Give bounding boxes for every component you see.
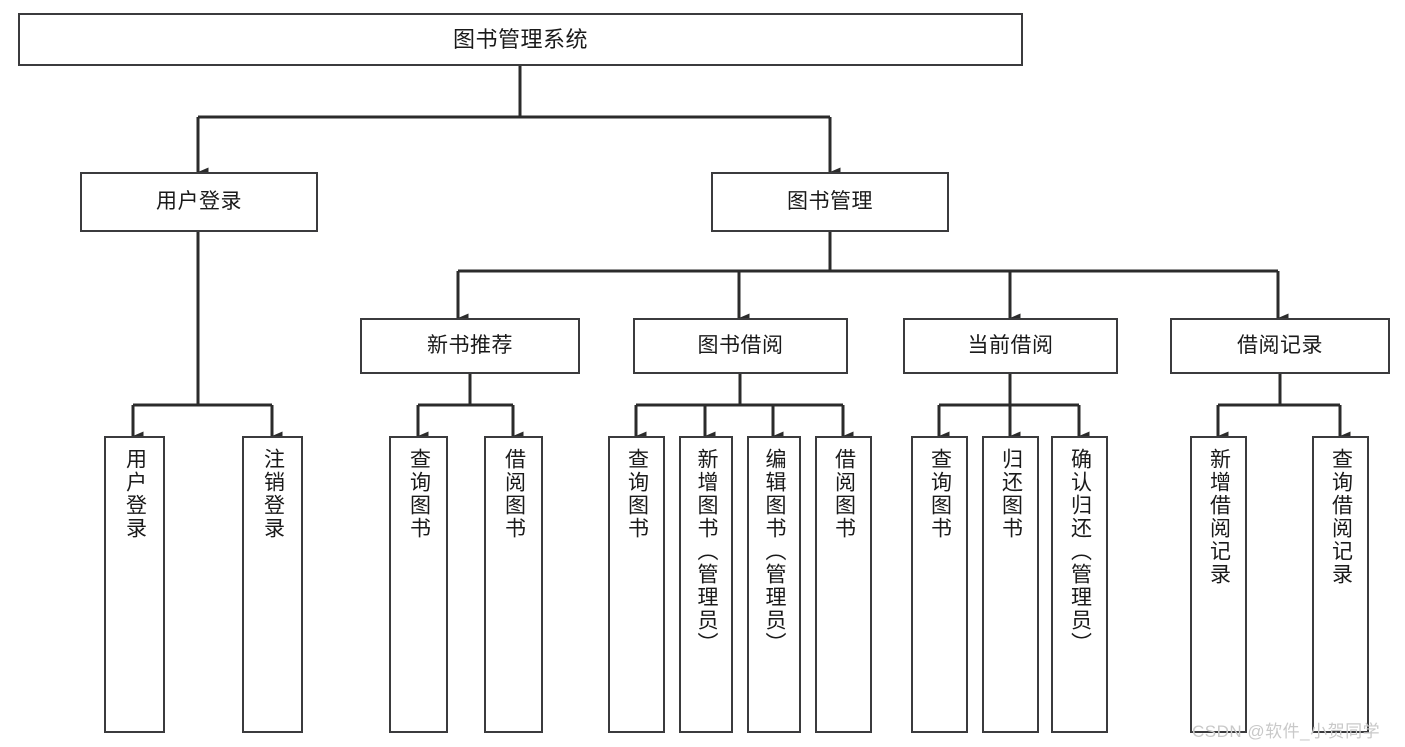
node-root-label: 图书管理系统: [452, 26, 588, 52]
node-leaf-query-book-2-label: 查询图书: [625, 448, 649, 540]
node-book-manage[interactable]: 图书管理: [711, 172, 949, 232]
node-root[interactable]: 图书管理系统: [18, 13, 1023, 66]
node-current-borrow[interactable]: 当前借阅: [903, 318, 1118, 374]
node-book-manage-label: 图书管理: [787, 189, 873, 213]
node-leaf-query-book-3-label: 查询图书: [928, 448, 952, 540]
node-leaf-borrow-book-1-label: 借阅图书: [502, 448, 526, 540]
node-leaf-confirm-return-label: 确认归还（管理员）: [1068, 448, 1092, 655]
node-leaf-borrow-book-2[interactable]: 借阅图书: [815, 436, 872, 733]
node-new-book-rec[interactable]: 新书推荐: [360, 318, 580, 374]
node-leaf-add-record[interactable]: 新增借阅记录: [1190, 436, 1247, 733]
node-leaf-logout-label: 注销登录: [261, 448, 285, 540]
node-leaf-edit-book[interactable]: 编辑图书（管理员）: [747, 436, 801, 733]
node-borrow-record-label: 借阅记录: [1237, 333, 1323, 357]
node-leaf-add-record-label: 新增借阅记录: [1207, 448, 1231, 586]
node-leaf-edit-book-label: 编辑图书（管理员）: [763, 448, 787, 655]
node-leaf-add-book[interactable]: 新增图书（管理员）: [679, 436, 733, 733]
node-leaf-logout[interactable]: 注销登录: [242, 436, 303, 733]
node-book-borrow[interactable]: 图书借阅: [633, 318, 848, 374]
node-borrow-record[interactable]: 借阅记录: [1170, 318, 1390, 374]
node-leaf-query-book-2[interactable]: 查询图书: [608, 436, 665, 733]
node-user-login-label: 用户登录: [156, 189, 242, 213]
node-user-login[interactable]: 用户登录: [80, 172, 318, 232]
node-book-borrow-label: 图书借阅: [697, 333, 784, 357]
node-leaf-query-record[interactable]: 查询借阅记录: [1312, 436, 1369, 733]
node-leaf-query-record-label: 查询借阅记录: [1329, 448, 1353, 586]
node-leaf-query-book-3[interactable]: 查询图书: [911, 436, 968, 733]
node-current-borrow-label: 当前借阅: [967, 333, 1054, 357]
node-leaf-return-book-label: 归还图书: [999, 448, 1023, 540]
node-leaf-borrow-book-2-label: 借阅图书: [832, 448, 856, 540]
node-leaf-query-book-1[interactable]: 查询图书: [389, 436, 448, 733]
csdn-watermark: CSDN @软件_小贺同学: [1192, 722, 1381, 741]
node-leaf-user-login-label: 用户登录: [123, 448, 147, 540]
node-leaf-query-book-1-label: 查询图书: [407, 448, 431, 540]
node-leaf-return-book[interactable]: 归还图书: [982, 436, 1039, 733]
node-new-book-rec-label: 新书推荐: [427, 333, 513, 357]
node-leaf-add-book-label: 新增图书（管理员）: [695, 448, 719, 655]
node-leaf-confirm-return[interactable]: 确认归还（管理员）: [1051, 436, 1108, 733]
node-leaf-user-login[interactable]: 用户登录: [104, 436, 165, 733]
node-leaf-borrow-book-1[interactable]: 借阅图书: [484, 436, 543, 733]
